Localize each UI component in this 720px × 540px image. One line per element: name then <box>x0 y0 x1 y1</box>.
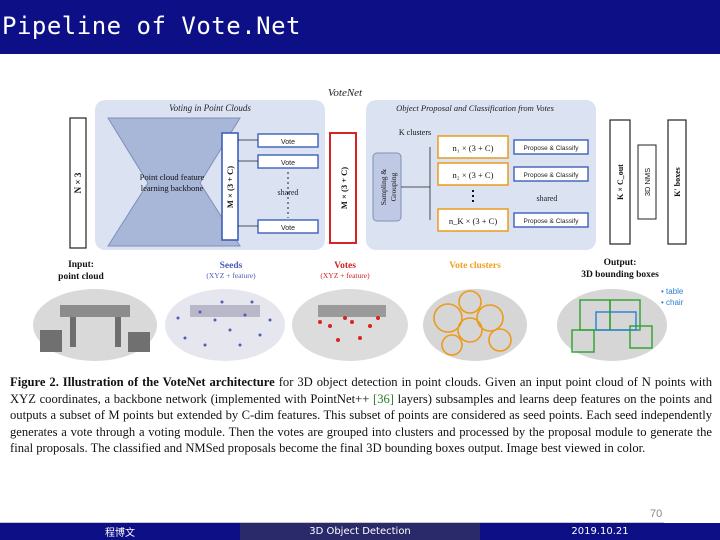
vote-box-1 <box>257 133 319 148</box>
stage-title-2: Votes <box>334 261 356 271</box>
output-slab <box>609 119 631 245</box>
stage-subtitle-2: (XYZ + feature) <box>320 271 370 280</box>
cluster-dim-3: n_K × (3 + C) <box>449 216 497 226</box>
backbone-shape <box>107 117 241 247</box>
scene-seeds <box>165 289 285 361</box>
propose-label-3: Propose & Classify <box>524 218 580 225</box>
footer-bar: 程博文 3D Object Detection 2019.10.21 <box>0 523 720 540</box>
legend-chair: • chair <box>661 298 684 307</box>
legend-table: • table <box>661 287 684 296</box>
slide-title: Pipeline of Vote.Net <box>2 12 301 40</box>
scene-vote-clusters <box>423 289 527 361</box>
vote-label-2: Vote <box>281 160 295 167</box>
propose-box-1 <box>513 139 589 155</box>
shared-label-proposal: shared <box>537 194 558 203</box>
footer-divider <box>0 522 664 523</box>
figure-caption: Figure 2. Illustration of the VoteNet ar… <box>10 374 712 457</box>
propose-label-2: Propose & Classify <box>524 172 580 179</box>
caption-text-1: for 3D object detection in point clouds.… <box>10 375 712 406</box>
input-slab <box>69 117 87 249</box>
propose-box-3 <box>513 212 589 228</box>
stage-subtitle-1: (XYZ + feature) <box>206 271 256 280</box>
network-title: VoteNet <box>328 87 363 99</box>
caption-text-2: layers) subsamples and learns deep featu… <box>10 391 712 456</box>
backbone-label-2: learning backbone <box>141 183 204 193</box>
cluster-box-1 <box>437 135 509 159</box>
vote-label-1: Vote <box>281 139 295 146</box>
caption-ref: [36] <box>373 391 394 406</box>
nms-box <box>637 144 657 220</box>
vote-box-3 <box>257 219 319 234</box>
cluster-dim-2: n₂ × (3 + C) <box>453 170 494 180</box>
boxes-label: K′ boxes <box>673 167 682 197</box>
vote-slab <box>329 132 357 244</box>
k-clusters-label: K clusters <box>399 128 431 137</box>
vote-box-2 <box>257 154 319 169</box>
stage-subtitle-0: point cloud <box>58 272 104 282</box>
scene-output <box>557 289 667 361</box>
seed-dim-label: M × (3 + C) <box>225 166 235 208</box>
grouping-label-2: Grouping <box>389 172 398 201</box>
page-number: 70 <box>650 508 663 520</box>
grouping-label-1: Sampling & <box>379 169 388 206</box>
proposal-section-title: Object Proposal and Classification from … <box>396 103 554 113</box>
footer-author: 程博文 <box>0 523 240 540</box>
title-bar: Pipeline of Vote.Net <box>0 0 720 54</box>
footer-date: 2019.10.21 <box>480 523 720 540</box>
seed-slab <box>221 132 239 241</box>
vote-dim-label: M × (3 + C) <box>339 167 349 209</box>
voting-section-title: Voting in Point Clouds <box>169 103 251 113</box>
stage-subtitle-4: 3D bounding boxes <box>581 270 659 280</box>
input-dim-label: N × 3 <box>73 172 83 193</box>
propose-label-1: Propose & Classify <box>524 145 580 152</box>
nms-label: 3D NMS <box>643 168 652 196</box>
stage-title-4: Output: <box>604 258 637 268</box>
boxes-slab <box>667 119 687 245</box>
backbone-label-1: Point cloud feature <box>140 172 205 182</box>
votenet-figure: VoteNet N × 3 Voting in Point Clouds Poi… <box>33 87 687 361</box>
cluster-box-2 <box>437 162 509 186</box>
footer-topic: 3D Object Detection <box>240 523 480 540</box>
vote-label-3: Vote <box>281 225 295 232</box>
scene-votes <box>292 289 408 361</box>
cluster-dim-1: n₁ × (3 + C) <box>453 143 494 153</box>
scene-input <box>33 289 157 361</box>
stage-title-1: Seeds <box>220 261 243 271</box>
output-dim-label: K × C_out <box>616 164 625 200</box>
stage-title-0: Input: <box>68 260 94 270</box>
stage-title-3: Vote clusters <box>449 261 501 271</box>
caption-figure-label: Figure 2. Illustration of the VoteNet ar… <box>10 375 275 389</box>
cluster-box-3 <box>437 208 509 232</box>
propose-box-2 <box>513 166 589 182</box>
